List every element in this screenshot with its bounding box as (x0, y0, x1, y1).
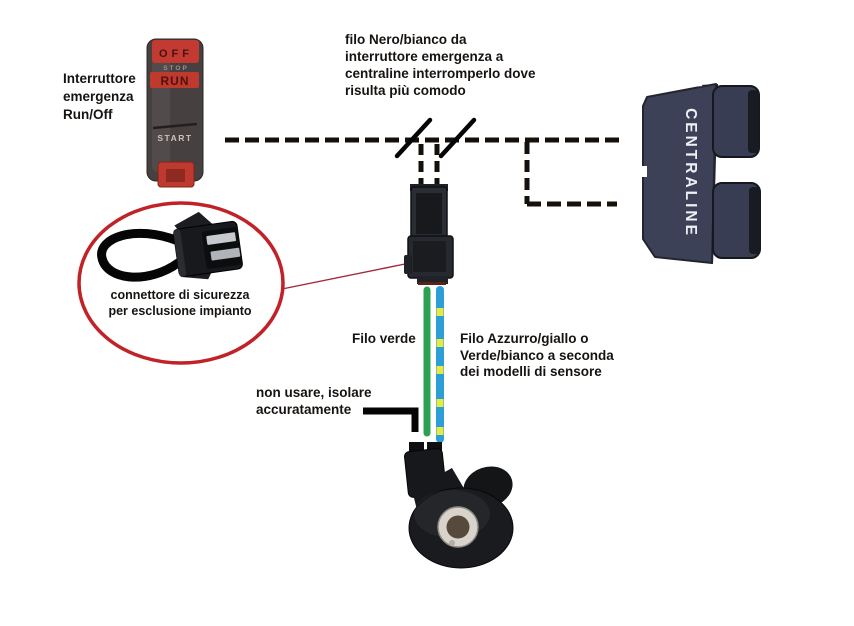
blue-wire-yellow-stripes (436, 308, 444, 435)
switch-label-line: emergenza (63, 89, 134, 104)
callout-pointer-line (281, 263, 406, 290)
sensor-center-hole (446, 515, 470, 539)
safety-connector-plug (173, 211, 243, 280)
safety-connector-wire-loop (97, 229, 183, 282)
sensor (404, 442, 514, 569)
switch-start-text: START (157, 133, 192, 143)
switch-label: Interruttore emergenza Run/Off (63, 70, 136, 124)
plug-pin-upper (206, 232, 237, 245)
inline-connector-bottom-stub (417, 276, 448, 284)
sensor-wire-note: Filo Azzurro/giallo o Verde/bianco a sec… (460, 331, 614, 381)
cut-mark-icon (394, 117, 433, 159)
ecu-top-slot (669, 79, 703, 88)
note-line: filo Nero/bianco da (345, 32, 467, 47)
sensor-plug-rib-right (427, 442, 442, 453)
inline-connector-left-latch (404, 255, 412, 274)
switch-off-text: OFF (159, 48, 193, 60)
inline-connector-upper-panel (416, 193, 442, 234)
note-line: connettore di sicurezza (110, 288, 250, 302)
note-line: centraline interromperlo dove (345, 66, 536, 81)
inline-connector-lower-panel (413, 241, 446, 272)
sensor-plug-rib-left (409, 442, 424, 453)
black-white-wire-note: filo Nero/bianco da interruttore emergen… (345, 31, 536, 99)
plug-pin-lower (210, 247, 241, 261)
ecu-lower-tab (712, 182, 761, 259)
note-line: non usare, isolare (256, 385, 372, 400)
switch-run-text: RUN (161, 74, 190, 88)
note-line: per esclusione impianto (108, 303, 252, 318)
inline-connector-bottom-seal (418, 282, 446, 285)
ecu-left-notch (640, 166, 647, 177)
sensor-wires (423, 286, 444, 443)
cut-marks (394, 117, 477, 159)
note-line: dei modelli di sensore (460, 364, 602, 379)
ecu-upper-tab (712, 85, 760, 158)
unused-wire-pointer (363, 407, 419, 432)
note-line: risulta più comodo (345, 83, 466, 98)
switch-label-line: Run/Off (63, 107, 113, 122)
sensor-ring-notch (449, 540, 455, 546)
ecu-main-body (642, 83, 717, 264)
ecu-label: CENTRALINE (682, 108, 699, 238)
ecu-centraline: CENTRALINE (640, 79, 761, 264)
switch-label-line: Interruttore (63, 71, 136, 86)
inline-connector (404, 184, 454, 285)
note-line: Verde/bianco a seconda (460, 347, 614, 363)
plug-body-highlight (173, 229, 187, 277)
callout-ellipse (77, 201, 285, 365)
switch-off-cap (152, 40, 199, 63)
safety-connector-note: connettore di sicurezza per esclusione i… (94, 288, 266, 319)
unused-wire-note: non usare, isolare accuratamente (256, 384, 372, 418)
switch-run-band (150, 72, 199, 88)
cut-mark-icon (438, 117, 477, 159)
switch-groove (152, 122, 198, 130)
emergency-switch: OFF STOP RUN START (146, 38, 204, 188)
note-line: Filo Azzurro/giallo o (460, 331, 589, 346)
note-line: interruttore emergenza a (345, 49, 504, 64)
dashed-wire-group (225, 137, 620, 207)
switch-stop-text: STOP (163, 65, 189, 72)
note-line: accuratamente (256, 402, 352, 417)
plug-shroud-opening (201, 226, 243, 270)
green-wire-label: Filo verde (352, 331, 416, 346)
switch-bottom-stub-inner (166, 169, 185, 182)
